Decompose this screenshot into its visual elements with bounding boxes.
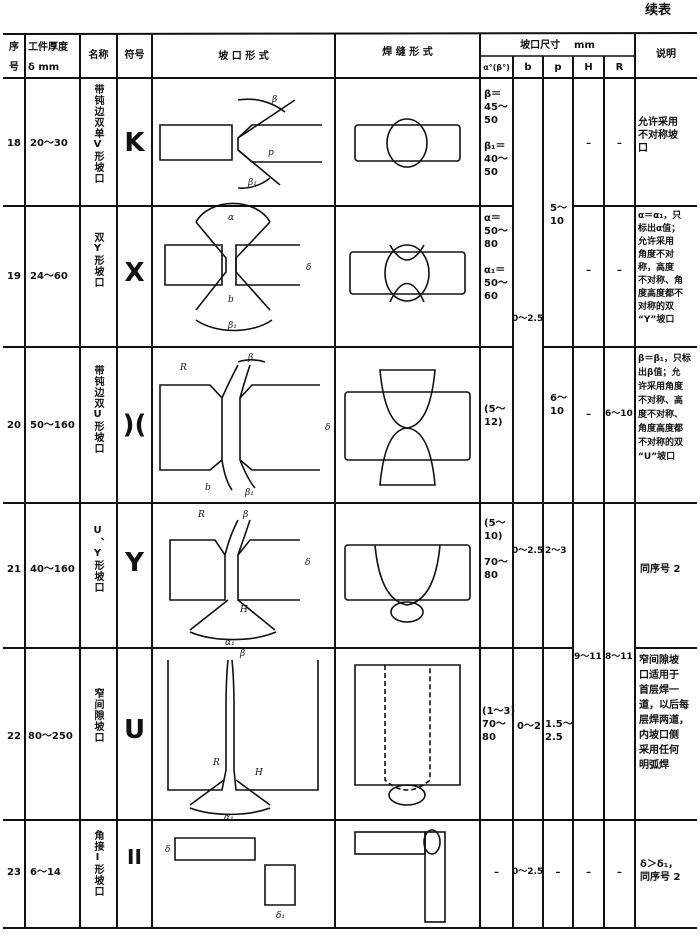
label-beta1: β₁	[247, 178, 257, 188]
seq: 22	[7, 731, 21, 742]
header-R: R	[615, 62, 624, 73]
alpha-value: (5～ 10) 70～ 80	[484, 518, 508, 581]
header-b: b	[524, 62, 532, 73]
remark: α＝α₁，只 标出α值； 允许采用 角度不对 称，高度 不对称、角 度高度都不 …	[638, 211, 684, 325]
label-R: R	[179, 363, 187, 373]
label-alpha: α	[228, 213, 234, 223]
header-thickness: 工件厚度 δ mm	[28, 42, 68, 73]
header-remark: 说明	[656, 49, 676, 60]
seq: 18	[7, 138, 21, 149]
b-value: 0～2.5	[512, 546, 544, 556]
remark: δ＞δ₁， 同序号 2	[640, 859, 681, 883]
label-delta: δ	[165, 845, 170, 855]
seq: 19	[7, 271, 21, 282]
header-groove-dims: 坡口尺寸 mm	[520, 40, 595, 51]
remark: 同序号 2	[640, 564, 681, 575]
drawing-labels: β β₁ p α b δ β₁ R β δ b β₁ R β δ H α₁ β …	[165, 95, 330, 921]
groove-name: 带钝边双U形坡口	[92, 365, 103, 454]
alpha-value: β＝ 45～ 50 β₁＝ 40～ 50	[484, 89, 508, 178]
symbol-double-u: )(	[122, 410, 147, 440]
groove-name: 带钝边双单V形坡口	[92, 84, 103, 184]
header-seq: 序 号	[9, 42, 19, 73]
thickness: 6～14	[30, 867, 61, 878]
label-beta1: β₁	[244, 488, 254, 498]
label-beta: β	[242, 510, 248, 520]
label-b: b	[205, 483, 211, 493]
seq: 20	[7, 420, 21, 431]
header-p: p	[554, 62, 562, 73]
H-merged-21-22: 9～11	[574, 652, 602, 662]
thickness: 80～250	[28, 731, 73, 742]
label-b: b	[228, 295, 234, 305]
header-H: H	[584, 62, 593, 73]
label-beta: β	[271, 95, 277, 105]
label-beta1: β₁	[227, 321, 237, 331]
alpha-value: (1～3) 70～ 80	[482, 706, 516, 743]
R-value: –	[617, 867, 622, 878]
b-merged-18-20: 0～2.5	[512, 314, 544, 324]
symbol-k: K	[124, 128, 145, 158]
thickness: 24～60	[30, 271, 68, 282]
header-weld-form: 焊 缝 形 式	[382, 47, 433, 58]
label-delta: δ	[305, 558, 310, 568]
p-value: –	[555, 867, 561, 878]
groove-name: U、Y形坡口	[92, 525, 103, 593]
thickness: 20～30	[30, 138, 68, 149]
symbol-fillet-i: II	[127, 845, 142, 869]
groove-name: 角接I形坡口	[92, 830, 103, 897]
remark: 允许采用 不对称坡 口	[638, 117, 678, 154]
p-value: 1.5～ 2.5	[545, 719, 573, 743]
alpha-value: –	[494, 867, 499, 878]
R-value: 6～10	[605, 409, 633, 419]
R-merged-21-22: 8～11	[605, 652, 633, 662]
H-value: –	[586, 265, 591, 276]
symbol-x: X	[124, 258, 145, 288]
label-H: H	[254, 768, 263, 778]
p-value: 2～3	[545, 546, 567, 556]
remark: β＝β₁，只标 出β值；允 许采用角度 不对称、高 度不对称、 角度高度都 不对…	[638, 354, 691, 462]
thickness: 50～160	[30, 420, 75, 431]
page-title: 续表	[645, 3, 672, 18]
symbol-u-y: Y	[125, 548, 144, 578]
label-alpha1: α₁	[224, 813, 234, 823]
H-value: –	[586, 867, 591, 878]
label-delta: δ	[306, 263, 311, 273]
symbol-narrow-gap: U	[123, 715, 146, 745]
label-delta1: δ₁	[276, 911, 285, 921]
p-merged-18-19: 5～ 10	[550, 203, 567, 227]
b-value: 0～2.5	[512, 867, 544, 877]
H-value: –	[586, 138, 591, 149]
seq: 21	[7, 564, 21, 575]
label-beta: β	[239, 649, 245, 659]
alpha-value: (5～ 12)	[484, 404, 506, 428]
header-name: 名称	[88, 50, 109, 61]
header-symbol: 符号	[124, 50, 145, 61]
R-value: –	[617, 138, 622, 149]
label-R: R	[212, 758, 220, 768]
label-R: R	[197, 510, 205, 520]
seq: 23	[7, 867, 21, 878]
label-p: p	[268, 148, 274, 158]
header-alpha: α°(β°)	[483, 63, 510, 72]
groove-name: 双Y形坡口	[92, 232, 103, 288]
label-H: H	[239, 605, 248, 615]
b-value: 0～2	[517, 721, 541, 732]
alpha-value: α＝ 50～ 80 α₁＝ 50～ 60	[484, 213, 508, 302]
label-alpha1: α₁	[225, 638, 235, 648]
groove-name: 窄间隙坡口	[92, 688, 103, 743]
H-value: –	[586, 409, 591, 420]
p-value: 6～ 10	[550, 393, 567, 417]
label-delta: δ	[325, 423, 330, 433]
R-value: –	[617, 265, 622, 276]
header-groove-form: 坡 口 形 式	[218, 51, 269, 62]
label-beta: β	[247, 353, 253, 363]
thickness: 40～160	[30, 564, 75, 575]
groove-drawings	[159, 98, 322, 906]
weld-drawings	[344, 118, 471, 923]
remark: 窄间隙坡 口适用于 首层焊一 道，以后每 层焊两道， 内坡口侧 采用任何 明弧焊	[639, 655, 689, 771]
